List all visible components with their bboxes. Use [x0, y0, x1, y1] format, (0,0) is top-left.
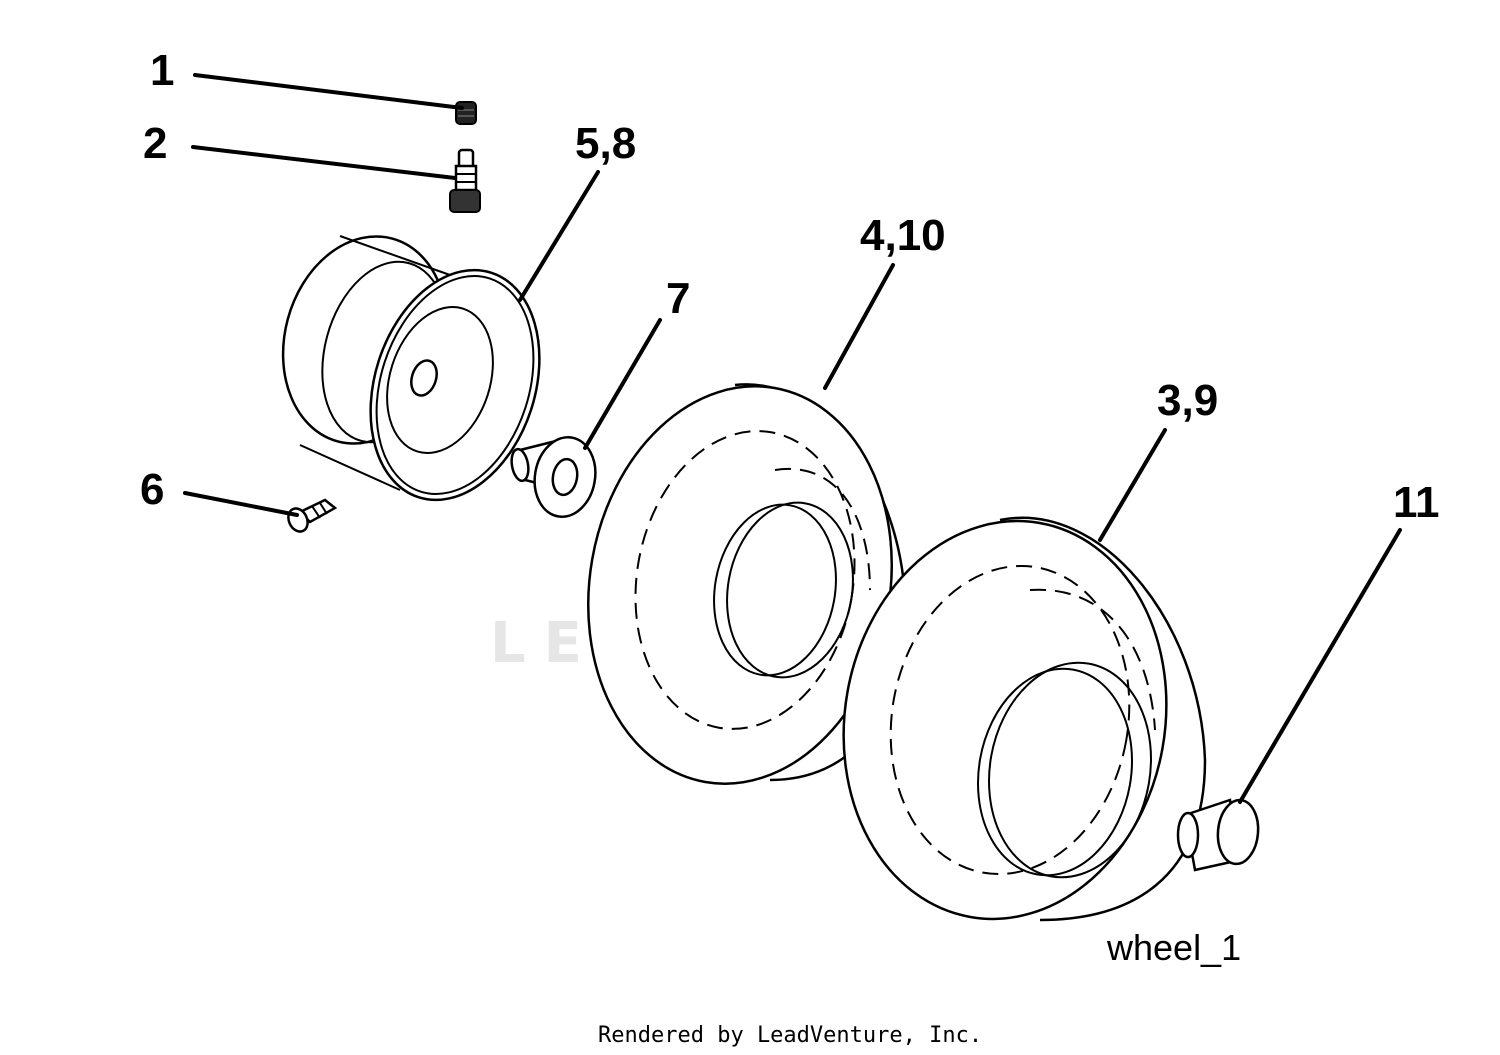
part-tire-2: [842, 516, 1207, 922]
callout-5-8: 5,8: [575, 119, 636, 168]
callout-7: 7: [666, 274, 690, 323]
figure-id: wheel_1: [1106, 927, 1241, 968]
callout-1: 1: [150, 46, 174, 95]
part-bolt: [287, 498, 338, 533]
leader-11: [1238, 528, 1402, 804]
part-rim: [281, 235, 541, 502]
part-bushing: [510, 436, 597, 518]
callout-11: 11: [1393, 478, 1440, 527]
part-valve-stem: [449, 148, 481, 213]
leader-4-10: [823, 263, 895, 390]
leader-lines: [183, 73, 1402, 804]
part-valve-cap: [455, 101, 477, 125]
leader-3-9: [1098, 428, 1167, 542]
footer-credit: Rendered by LeadVenture, Inc.: [598, 1023, 982, 1048]
leader-2: [191, 145, 457, 180]
part-hub-cap: [1176, 798, 1260, 872]
callout-4-10: 4,10: [860, 211, 946, 260]
leader-1: [193, 73, 464, 110]
leader-7: [583, 318, 662, 450]
callouts: 1 2 5,8 4,10 7 3,9 6 11: [140, 46, 1440, 527]
leader-5-8: [518, 170, 600, 302]
callout-3-9: 3,9: [1157, 376, 1218, 425]
callout-6: 6: [140, 465, 164, 514]
leader-6: [183, 491, 299, 517]
callout-2: 2: [143, 119, 167, 168]
